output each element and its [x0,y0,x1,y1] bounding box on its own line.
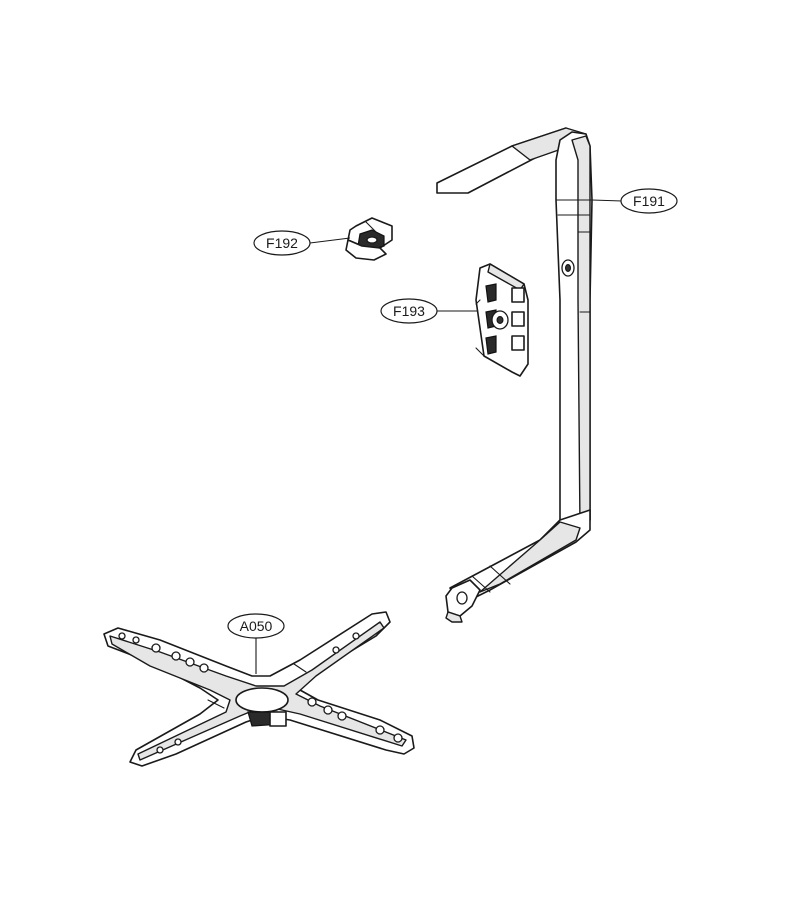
callout-f193: F193 [380,298,478,324]
supply-pipe-part[interactable] [436,127,593,623]
callout-f192-label: F192 [266,235,298,251]
callout-f193-label: F193 [393,303,425,319]
spray-arm-part[interactable] [103,611,415,767]
callout-f191: F191 [591,188,678,214]
callout-a050-label: A050 [240,618,273,634]
callout-a050: A050 [227,613,285,674]
pipe-holder-part[interactable] [475,263,529,377]
pipe-clip-part[interactable] [345,217,393,261]
callout-f192: F192 [253,230,351,256]
callout-f191-label: F191 [633,193,665,209]
